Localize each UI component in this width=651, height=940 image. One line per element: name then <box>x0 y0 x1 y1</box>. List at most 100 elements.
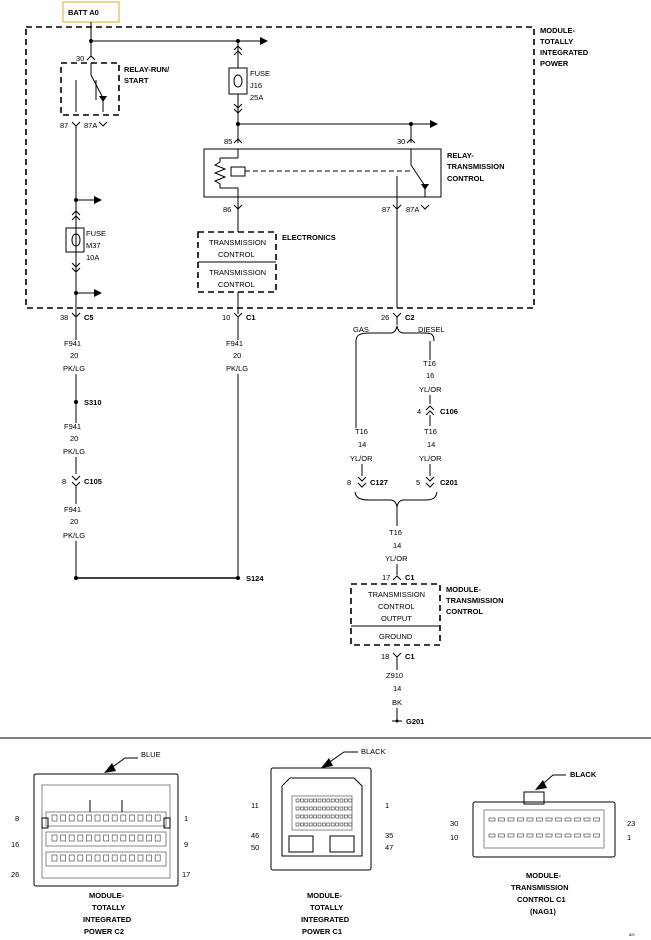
connector-color-blue: BLUE <box>141 750 161 759</box>
pin-87ab: 87A <box>406 205 419 214</box>
pin-cavity <box>68 854 75 862</box>
pin-cavity <box>339 806 344 811</box>
tc2-line2: CONTROL <box>218 280 255 289</box>
pin-cavity <box>498 833 505 838</box>
relay-run-start-box <box>60 62 120 116</box>
pin-cavity <box>137 834 144 842</box>
pin-cavity <box>326 798 331 803</box>
pin-cavity <box>330 822 335 827</box>
pin-cavity <box>120 834 127 842</box>
pin-cavity <box>308 822 313 827</box>
pin-cavity <box>583 833 591 838</box>
fuse-m37 <box>65 227 85 253</box>
connector-c201 <box>425 476 435 488</box>
pin-cavity <box>517 817 524 822</box>
connector-c5: C5 <box>84 313 94 322</box>
arrow-right-icon <box>94 196 102 204</box>
pin-cavity <box>120 854 127 862</box>
pin-8: 8 <box>62 477 66 486</box>
fuse-m37-label: FUSE <box>86 229 106 238</box>
pin-cavity <box>86 814 92 822</box>
connector-c106 <box>425 405 435 416</box>
pin-cavity <box>295 806 300 811</box>
pin-86: 86 <box>223 205 231 214</box>
pin-cavity <box>129 814 135 822</box>
pin-cavity <box>322 822 326 827</box>
pin-label: 35 <box>385 831 393 840</box>
caption-line: MODULE- <box>526 871 561 880</box>
pin-cavity <box>330 806 335 811</box>
pin-cavity <box>137 854 144 862</box>
pin-cavity <box>154 854 161 862</box>
pin-cavity <box>68 814 75 822</box>
pin-cavity <box>339 822 344 827</box>
connector-c106-label: C106 <box>440 407 458 416</box>
pin-cavity <box>536 833 543 838</box>
tcm-label-3: CONTROL <box>446 607 483 616</box>
fuse-m37-id: M37 <box>86 241 101 250</box>
pin-label: 46 <box>251 831 259 840</box>
pin-cavity <box>348 822 353 827</box>
pin-cavity <box>339 814 344 819</box>
pin-cavity <box>94 814 101 822</box>
pin-18: 18 <box>381 652 389 661</box>
pin-cavity <box>120 814 127 822</box>
pin-cavity <box>60 834 66 842</box>
pin-30a: 30 <box>76 54 84 63</box>
pin-cavity <box>326 806 331 811</box>
wire-label: T16 <box>424 427 437 436</box>
relay-trans-label-2: TRANSMISSION <box>447 162 505 171</box>
pin-cavity <box>348 814 353 819</box>
connector-c1-b: C1 <box>405 573 415 582</box>
pin-cavity <box>313 822 317 827</box>
connector-c105-label: C105 <box>84 477 102 486</box>
pin-cavity <box>507 833 515 838</box>
pin-cavity <box>348 806 353 811</box>
wire-gauge: 14 <box>427 440 435 449</box>
wire-color: YL/OR <box>385 554 408 563</box>
pin-cavity <box>517 833 524 838</box>
arrow-right-icon <box>94 289 102 297</box>
pin-cavity <box>526 817 534 822</box>
pin-cavity <box>51 834 58 842</box>
pin-30b: 30 <box>397 137 405 146</box>
tipm-outline <box>25 26 535 309</box>
pin-cavity <box>335 822 339 827</box>
pin-cavity <box>300 806 304 811</box>
pin-label: 50 <box>251 843 259 852</box>
pin-cavity <box>322 814 326 819</box>
wire-label: T16 <box>423 359 436 368</box>
caption-line: INTEGRATED <box>301 915 350 924</box>
pin-85: 85 <box>224 137 232 146</box>
wire-color: PK/LG <box>63 364 85 373</box>
pin-cavity <box>536 817 543 822</box>
ground-g201: G201 <box>406 717 424 726</box>
tcm-inner-1: TRANSMISSION <box>368 590 425 599</box>
pin-cavity <box>86 854 92 862</box>
wire-gauge: 20 <box>70 517 78 526</box>
pin-cavity <box>146 814 152 822</box>
splice-s124-label: S124 <box>246 574 264 583</box>
caption-line: TOTALLY <box>92 903 125 912</box>
wire-gauge: 20 <box>70 351 78 360</box>
gas-diesel-brace <box>355 325 435 342</box>
pin-cavity <box>322 798 326 803</box>
pin-cavity <box>111 834 118 842</box>
tc1-line1: TRANSMISSION <box>209 238 266 247</box>
connector-c201-label: C201 <box>440 478 458 487</box>
fuse-j16-rating: 25A <box>250 93 263 102</box>
pin-87: 87 <box>60 121 68 130</box>
pin-cavity <box>129 854 135 862</box>
tipm-label-1: MODULE- <box>540 26 575 35</box>
electronics-label: ELECTRONICS <box>282 233 336 242</box>
figure-id: 8/0 <box>629 932 635 937</box>
pin-cavity <box>103 814 109 822</box>
connector-c1-view: BLACK 11 1 46 35 50 47 MODULE- TOTALLY I… <box>251 747 393 936</box>
connector-c2-view: BLUE 8 1 16 9 26 17 MODULE- TOTALLY INTE… <box>11 750 190 936</box>
wire-gauge: 16 <box>426 371 434 380</box>
pin-label: 26 <box>11 870 19 879</box>
relay-transmission-box <box>203 148 442 198</box>
pin-87b: 87 <box>382 205 390 214</box>
pin-cavity <box>313 798 317 803</box>
